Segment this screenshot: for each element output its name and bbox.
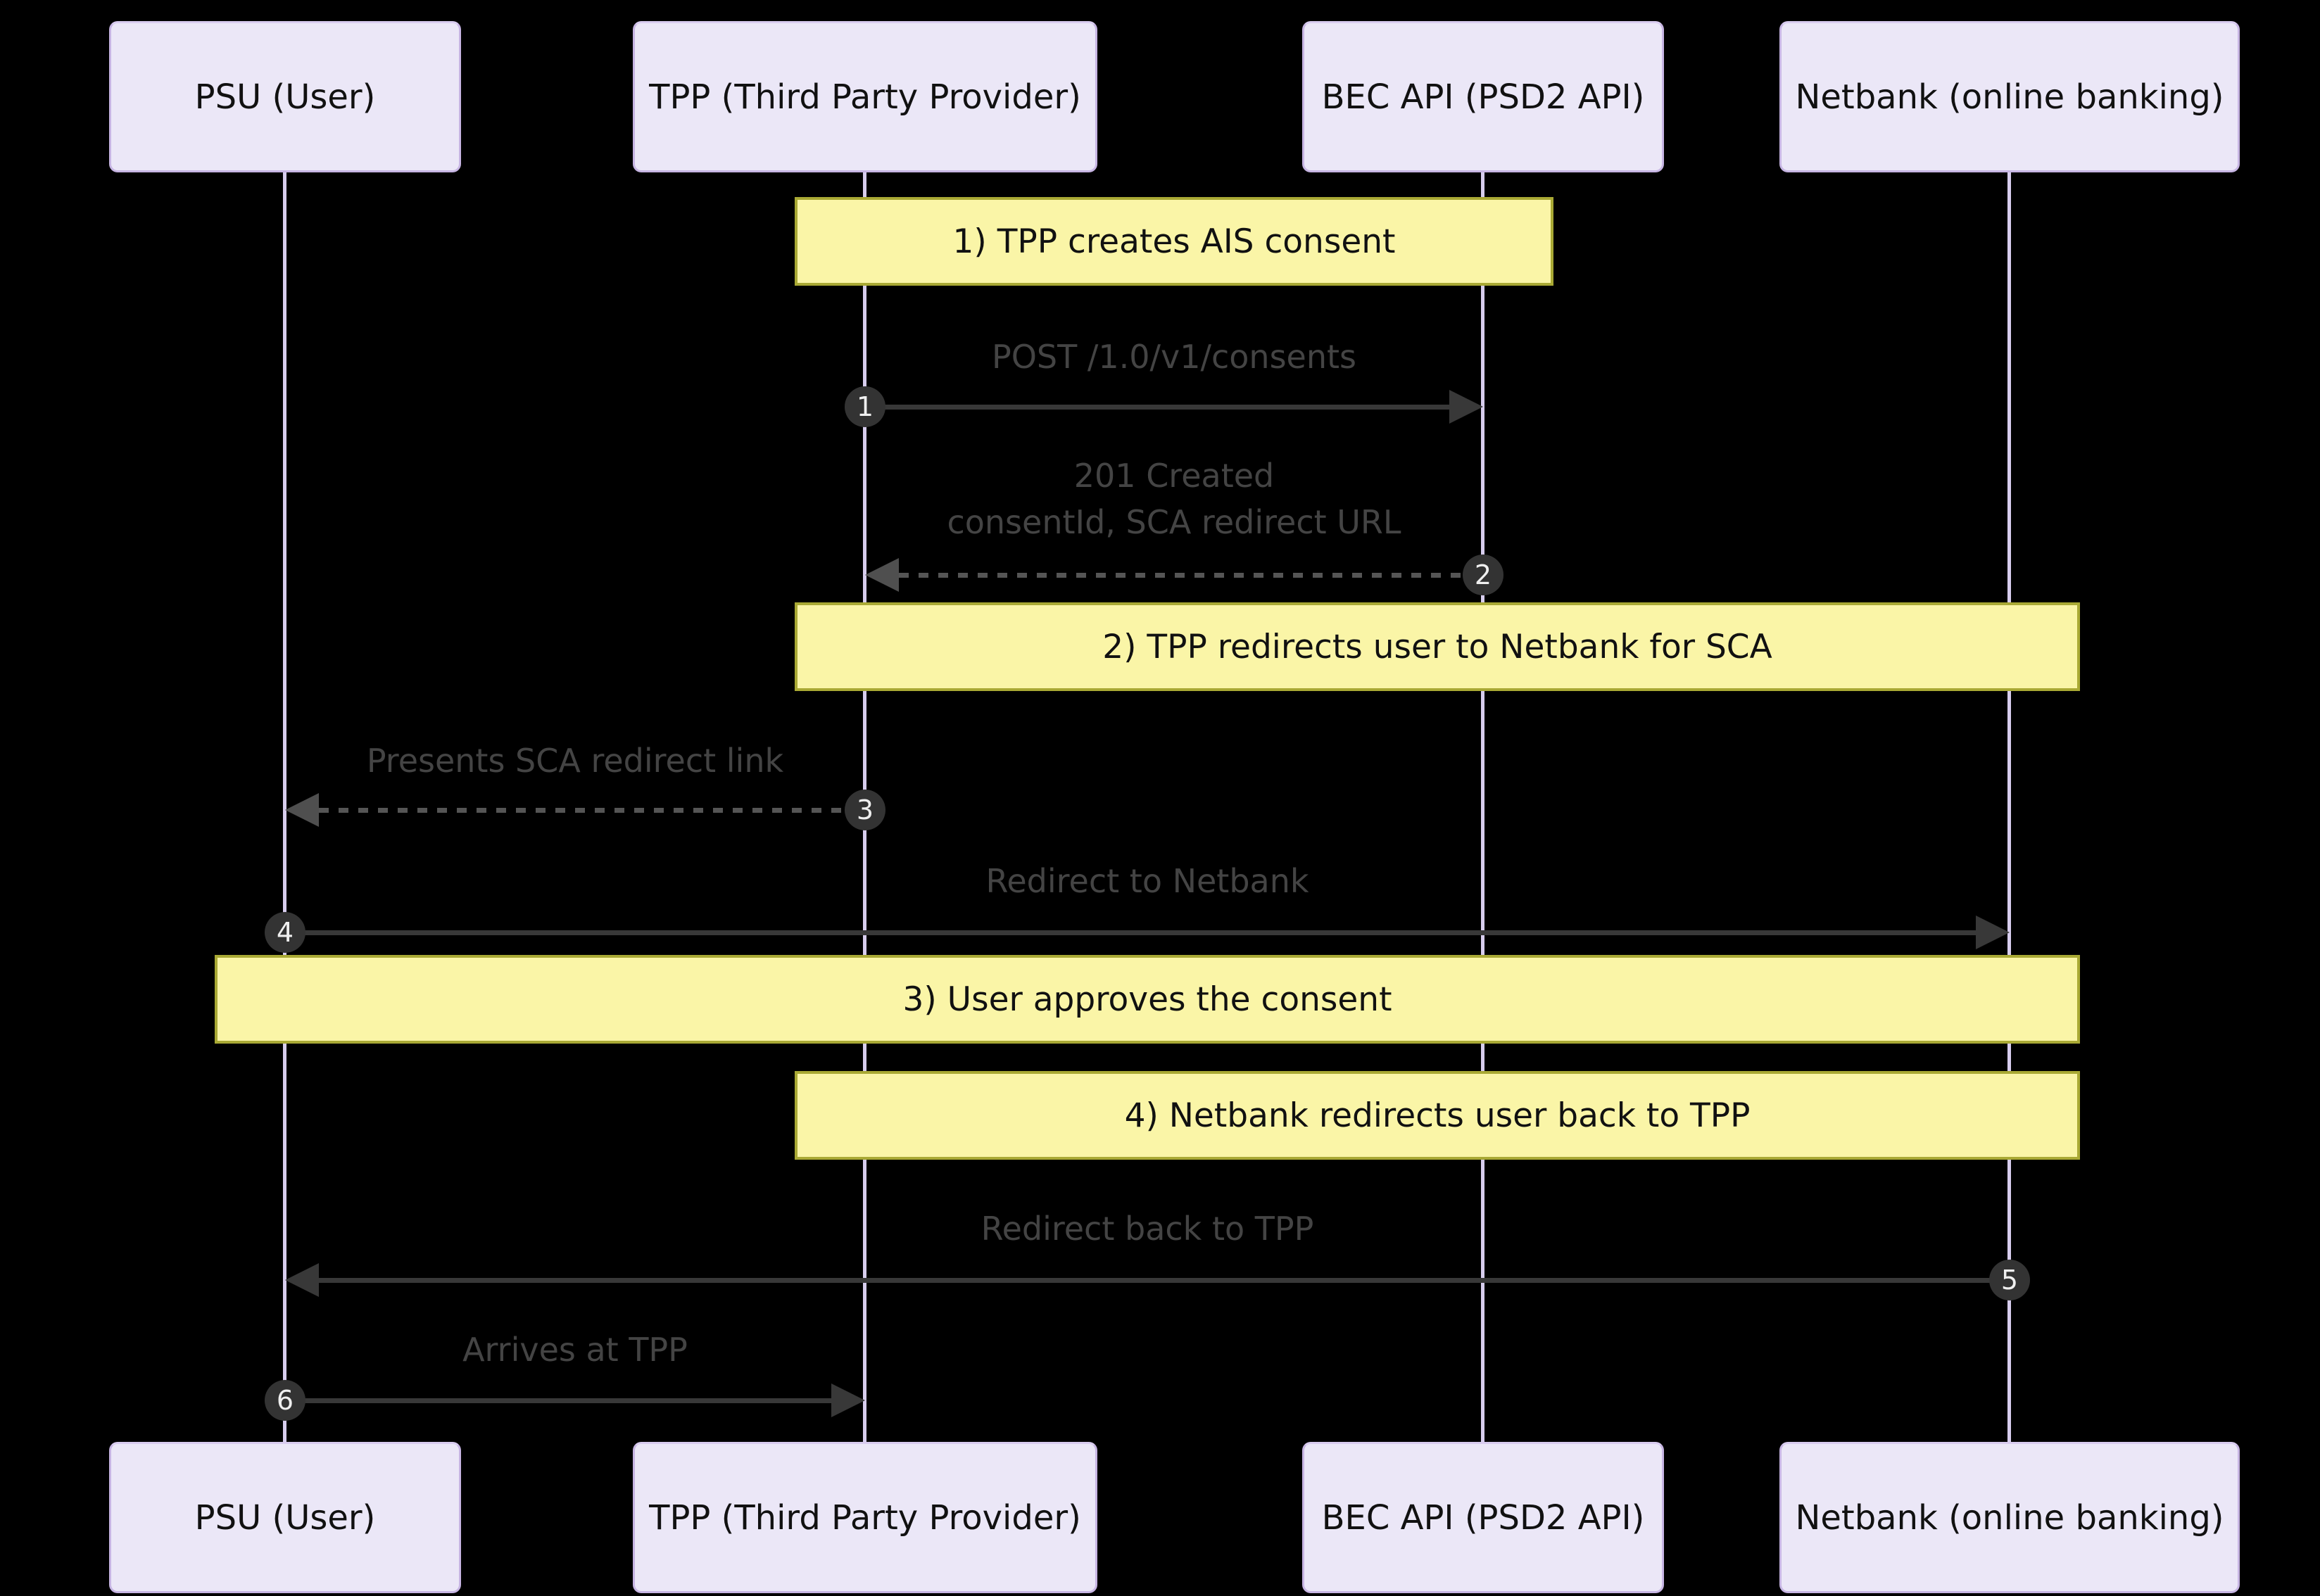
message-6-arrowhead-icon — [831, 1383, 865, 1417]
note-label: 1) TPP creates AIS consent — [952, 222, 1396, 261]
actor-label: TPP (Third Party Provider) — [649, 77, 1081, 117]
lifeline-netbank — [2007, 169, 2011, 1446]
lifeline-bec-api — [1481, 169, 1484, 1446]
note-label: 3) User approves the consent — [902, 980, 1392, 1019]
message-6-label: Arrives at TPP — [462, 1331, 688, 1369]
message-3-seq-badge: 3 — [845, 790, 885, 830]
message-4-line — [285, 930, 1976, 935]
note-4: 4) Netbank redirects user back to TPP — [795, 1071, 2080, 1160]
note-1: 1) TPP creates AIS consent — [795, 197, 1553, 286]
actor-bottom-tpp: TPP (Third Party Provider) — [633, 1442, 1097, 1593]
actor-bottom-netbank: Netbank (online banking) — [1779, 1442, 2240, 1593]
actor-top-bec-api: BEC API (PSD2 API) — [1302, 21, 1664, 172]
actor-label: BEC API (PSD2 API) — [1321, 77, 1645, 117]
message-4-arrowhead-icon — [1976, 916, 2010, 949]
actor-top-netbank: Netbank (online banking) — [1779, 21, 2240, 172]
message-3-arrowhead-icon — [285, 793, 319, 827]
note-label: 4) Netbank redirects user back to TPP — [1124, 1096, 1751, 1135]
message-6-line — [285, 1398, 831, 1403]
message-4-label: Redirect to Netbank — [985, 862, 1309, 900]
message-3-line — [319, 808, 865, 813]
message-5-label: Redirect back to TPP — [981, 1210, 1314, 1248]
message-5-line — [319, 1278, 2010, 1283]
message-1-line — [865, 405, 1449, 410]
message-2-seq-badge: 2 — [1463, 555, 1503, 595]
actor-top-tpp: TPP (Third Party Provider) — [633, 21, 1097, 172]
message-1-seq-badge: 1 — [845, 386, 885, 427]
message-4-seq-badge: 4 — [265, 912, 305, 953]
actor-label: BEC API (PSD2 API) — [1321, 1497, 1645, 1538]
actor-label: TPP (Third Party Provider) — [649, 1497, 1081, 1538]
message-3-label: Presents SCA redirect link — [366, 742, 784, 780]
actor-label: PSU (User) — [194, 1497, 376, 1538]
note-label: 2) TPP redirects user to Netbank for SCA — [1102, 627, 1772, 666]
message-5-seq-badge: 5 — [1989, 1260, 2030, 1300]
message-1-label: POST /1.0/v1/consents — [991, 338, 1357, 376]
message-2-label-line1: 201 Created — [1073, 457, 1275, 495]
note-2: 2) TPP redirects user to Netbank for SCA — [795, 602, 2080, 691]
actor-label: PSU (User) — [194, 77, 376, 117]
message-2-line — [899, 573, 1483, 578]
message-2-arrowhead-icon — [865, 558, 899, 592]
message-2-label-line2: consentId, SCA redirect URL — [947, 503, 1401, 541]
actor-bottom-bec-api: BEC API (PSD2 API) — [1302, 1442, 1664, 1593]
actor-top-psu: PSU (User) — [109, 21, 461, 172]
actor-bottom-psu: PSU (User) — [109, 1442, 461, 1593]
message-1-arrowhead-icon — [1449, 390, 1483, 424]
note-3: 3) User approves the consent — [215, 955, 2080, 1044]
lifeline-psu — [283, 169, 286, 1446]
message-6-seq-badge: 6 — [265, 1380, 305, 1421]
actor-label: Netbank (online banking) — [1795, 1497, 2224, 1538]
actor-label: Netbank (online banking) — [1795, 77, 2224, 117]
message-5-arrowhead-icon — [285, 1263, 319, 1297]
